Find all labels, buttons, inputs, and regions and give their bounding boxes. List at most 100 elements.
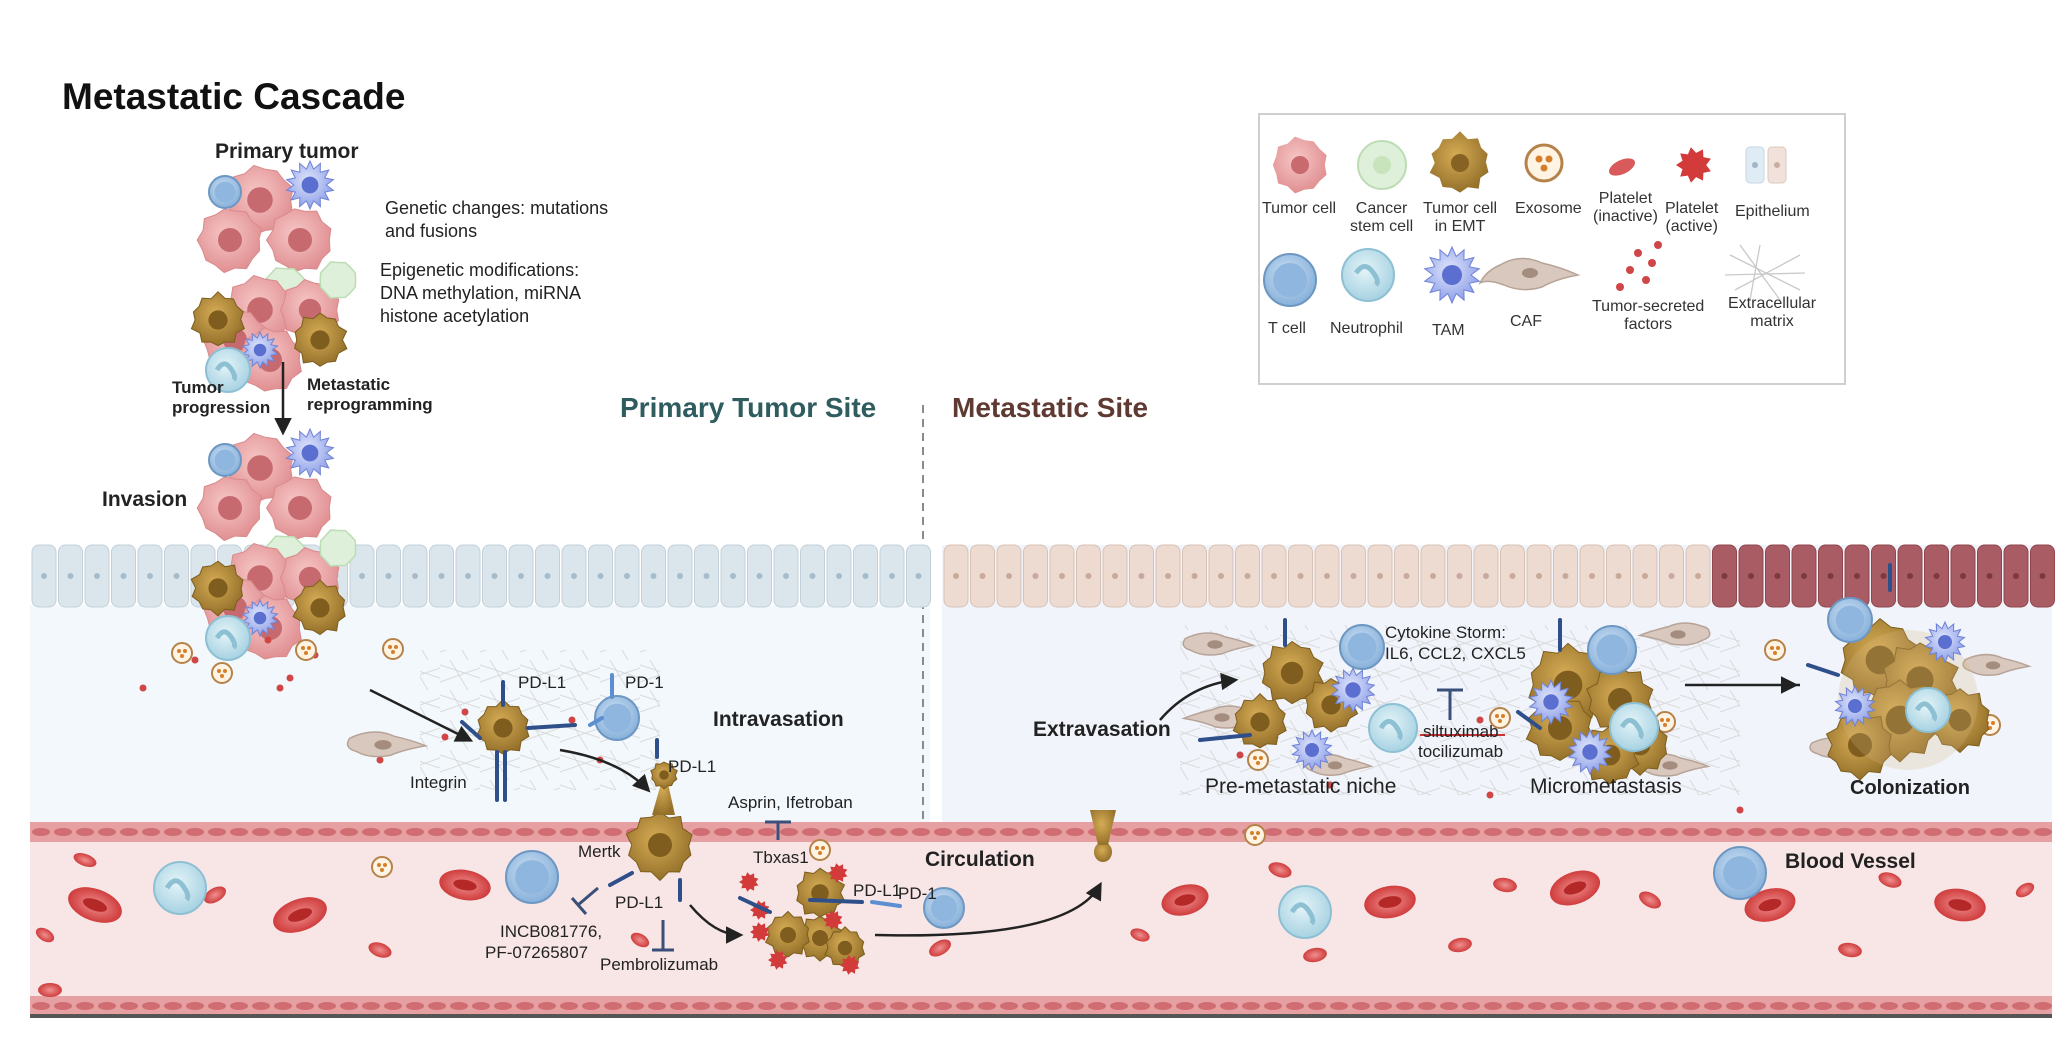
receptor	[588, 716, 604, 727]
secreted-factor	[568, 716, 576, 724]
receptor	[1198, 733, 1252, 742]
exosome	[1764, 639, 1786, 661]
red-blood-cell	[368, 942, 392, 958]
red-blood-cell	[2015, 882, 2035, 898]
inhibition-bars	[570, 688, 1463, 952]
neutrophil	[1368, 703, 1418, 753]
secreted-factor	[1476, 716, 1484, 724]
legend-caf: CAF	[1510, 313, 1542, 330]
receptor	[870, 900, 902, 908]
page-title: Metastatic Cascade	[62, 76, 406, 117]
exosome	[371, 856, 393, 878]
secreted-factor	[461, 708, 469, 716]
receptor	[1516, 710, 1542, 730]
exosome	[382, 638, 404, 660]
cytokine-storm-line1: Cytokine Storm:	[1385, 623, 1506, 642]
invasion-label: Invasion	[102, 488, 188, 511]
neutrophil	[1278, 885, 1332, 939]
active-platelet	[823, 910, 843, 930]
legend-icons	[1263, 131, 1806, 307]
red-blood-cell	[204, 886, 226, 904]
siltuximab-label: siltuximab	[1423, 722, 1499, 741]
active-platelet	[750, 922, 770, 942]
platelet-active-icon	[1676, 147, 1711, 183]
exosome	[1247, 749, 1269, 771]
neutrophil	[1609, 702, 1659, 752]
legend-tumor-cell: Tumor cell	[1262, 200, 1337, 217]
extravasating-cell	[1090, 810, 1116, 862]
secreted-factor	[376, 756, 384, 764]
primary-tumor-heading: Primary tumor	[215, 140, 359, 163]
premetastatic-niche-label: Pre-metastatic niche	[1205, 775, 1397, 798]
cancer-stem-cell-icon	[1357, 140, 1407, 190]
red-blood-cell	[1303, 947, 1327, 963]
tumor-secreted-factors	[139, 636, 2001, 878]
red-blood-cell	[73, 853, 97, 867]
vessel-walls	[30, 822, 2052, 1018]
red-blood-cell	[1493, 877, 1517, 893]
incb-drug-line1: INCB081776,	[500, 922, 603, 941]
tocilizumab-label: tocilizumab	[1418, 742, 1504, 761]
caf-icon	[1478, 257, 1581, 291]
tbxas1-label: Tbxas1	[753, 848, 809, 867]
integrin-label: Integrin	[410, 773, 467, 792]
t-cell-icon	[1263, 253, 1317, 307]
incb-drug-line2: PF-07265807	[485, 943, 589, 962]
secreted-factor	[276, 684, 284, 692]
metastatic-epithelium	[943, 544, 2055, 608]
exosome	[1244, 824, 1266, 846]
tumor-cell-icon	[1272, 136, 1327, 194]
epithelium-icon	[1745, 146, 1787, 184]
active-platelet	[840, 955, 860, 975]
receptor	[808, 898, 864, 904]
secreted-factor	[264, 636, 272, 644]
receptor	[1806, 663, 1840, 677]
receptor	[526, 723, 577, 730]
immune-cells	[153, 597, 1966, 975]
legend-t-cell: T cell	[1268, 320, 1306, 337]
pdl1-label-a: PD-L1	[518, 673, 567, 692]
red-blood-cell	[929, 939, 951, 957]
pdl1-label-d: PD-L1	[853, 881, 902, 900]
secreted-factor	[1326, 781, 1334, 789]
exosome	[1489, 707, 1511, 729]
legend-platelet-active: Platelet(active)	[1665, 200, 1719, 235]
metastatic-reprogramming-line2: reprogramming	[307, 395, 433, 414]
red-blood-cell	[630, 932, 650, 948]
aspirin-drug-label: Asprin, Ifetroban	[728, 793, 853, 812]
pdl1-label-c: PD-L1	[615, 893, 664, 912]
receptor-glyphs	[460, 563, 1892, 914]
blood-vessel-label: Blood Vessel	[1785, 850, 1916, 873]
circulation-label: Circulation	[925, 848, 1035, 871]
epigenetic-line1: Epigenetic modifications:	[380, 260, 580, 280]
extracellular-matrix-icon	[1724, 244, 1806, 301]
secreted-factor	[191, 656, 199, 664]
epigenetic-line2: DNA methylation, miRNA	[380, 283, 582, 303]
primary-tumor-cluster	[190, 159, 357, 393]
red-blood-cell	[1130, 928, 1150, 942]
neutrophil	[205, 615, 251, 661]
exosome	[809, 839, 831, 861]
epigenetic-line3: histone acetylation	[380, 306, 530, 326]
exosome	[295, 639, 317, 661]
cytokine-storm-line2: IL6, CCL2, CXCL5	[1385, 644, 1526, 663]
neutrophil	[205, 347, 251, 393]
extravasation-label: Extravasation	[1033, 718, 1171, 741]
stem-cell	[319, 529, 357, 567]
active-platelet	[828, 863, 848, 883]
mertk-label: Mertk	[578, 842, 621, 861]
secreted-factor	[441, 733, 449, 741]
pembrolizumab-label: Pembrolizumab	[600, 955, 719, 974]
neutrophil-icon	[1341, 248, 1395, 302]
pd1-label-a: PD-1	[625, 673, 664, 692]
legend-exosome: Exosome	[1515, 200, 1582, 217]
red-blood-cell	[38, 983, 62, 997]
red-blood-cell	[1268, 862, 1292, 878]
secreted-factor	[139, 684, 147, 692]
exosome	[171, 642, 193, 664]
